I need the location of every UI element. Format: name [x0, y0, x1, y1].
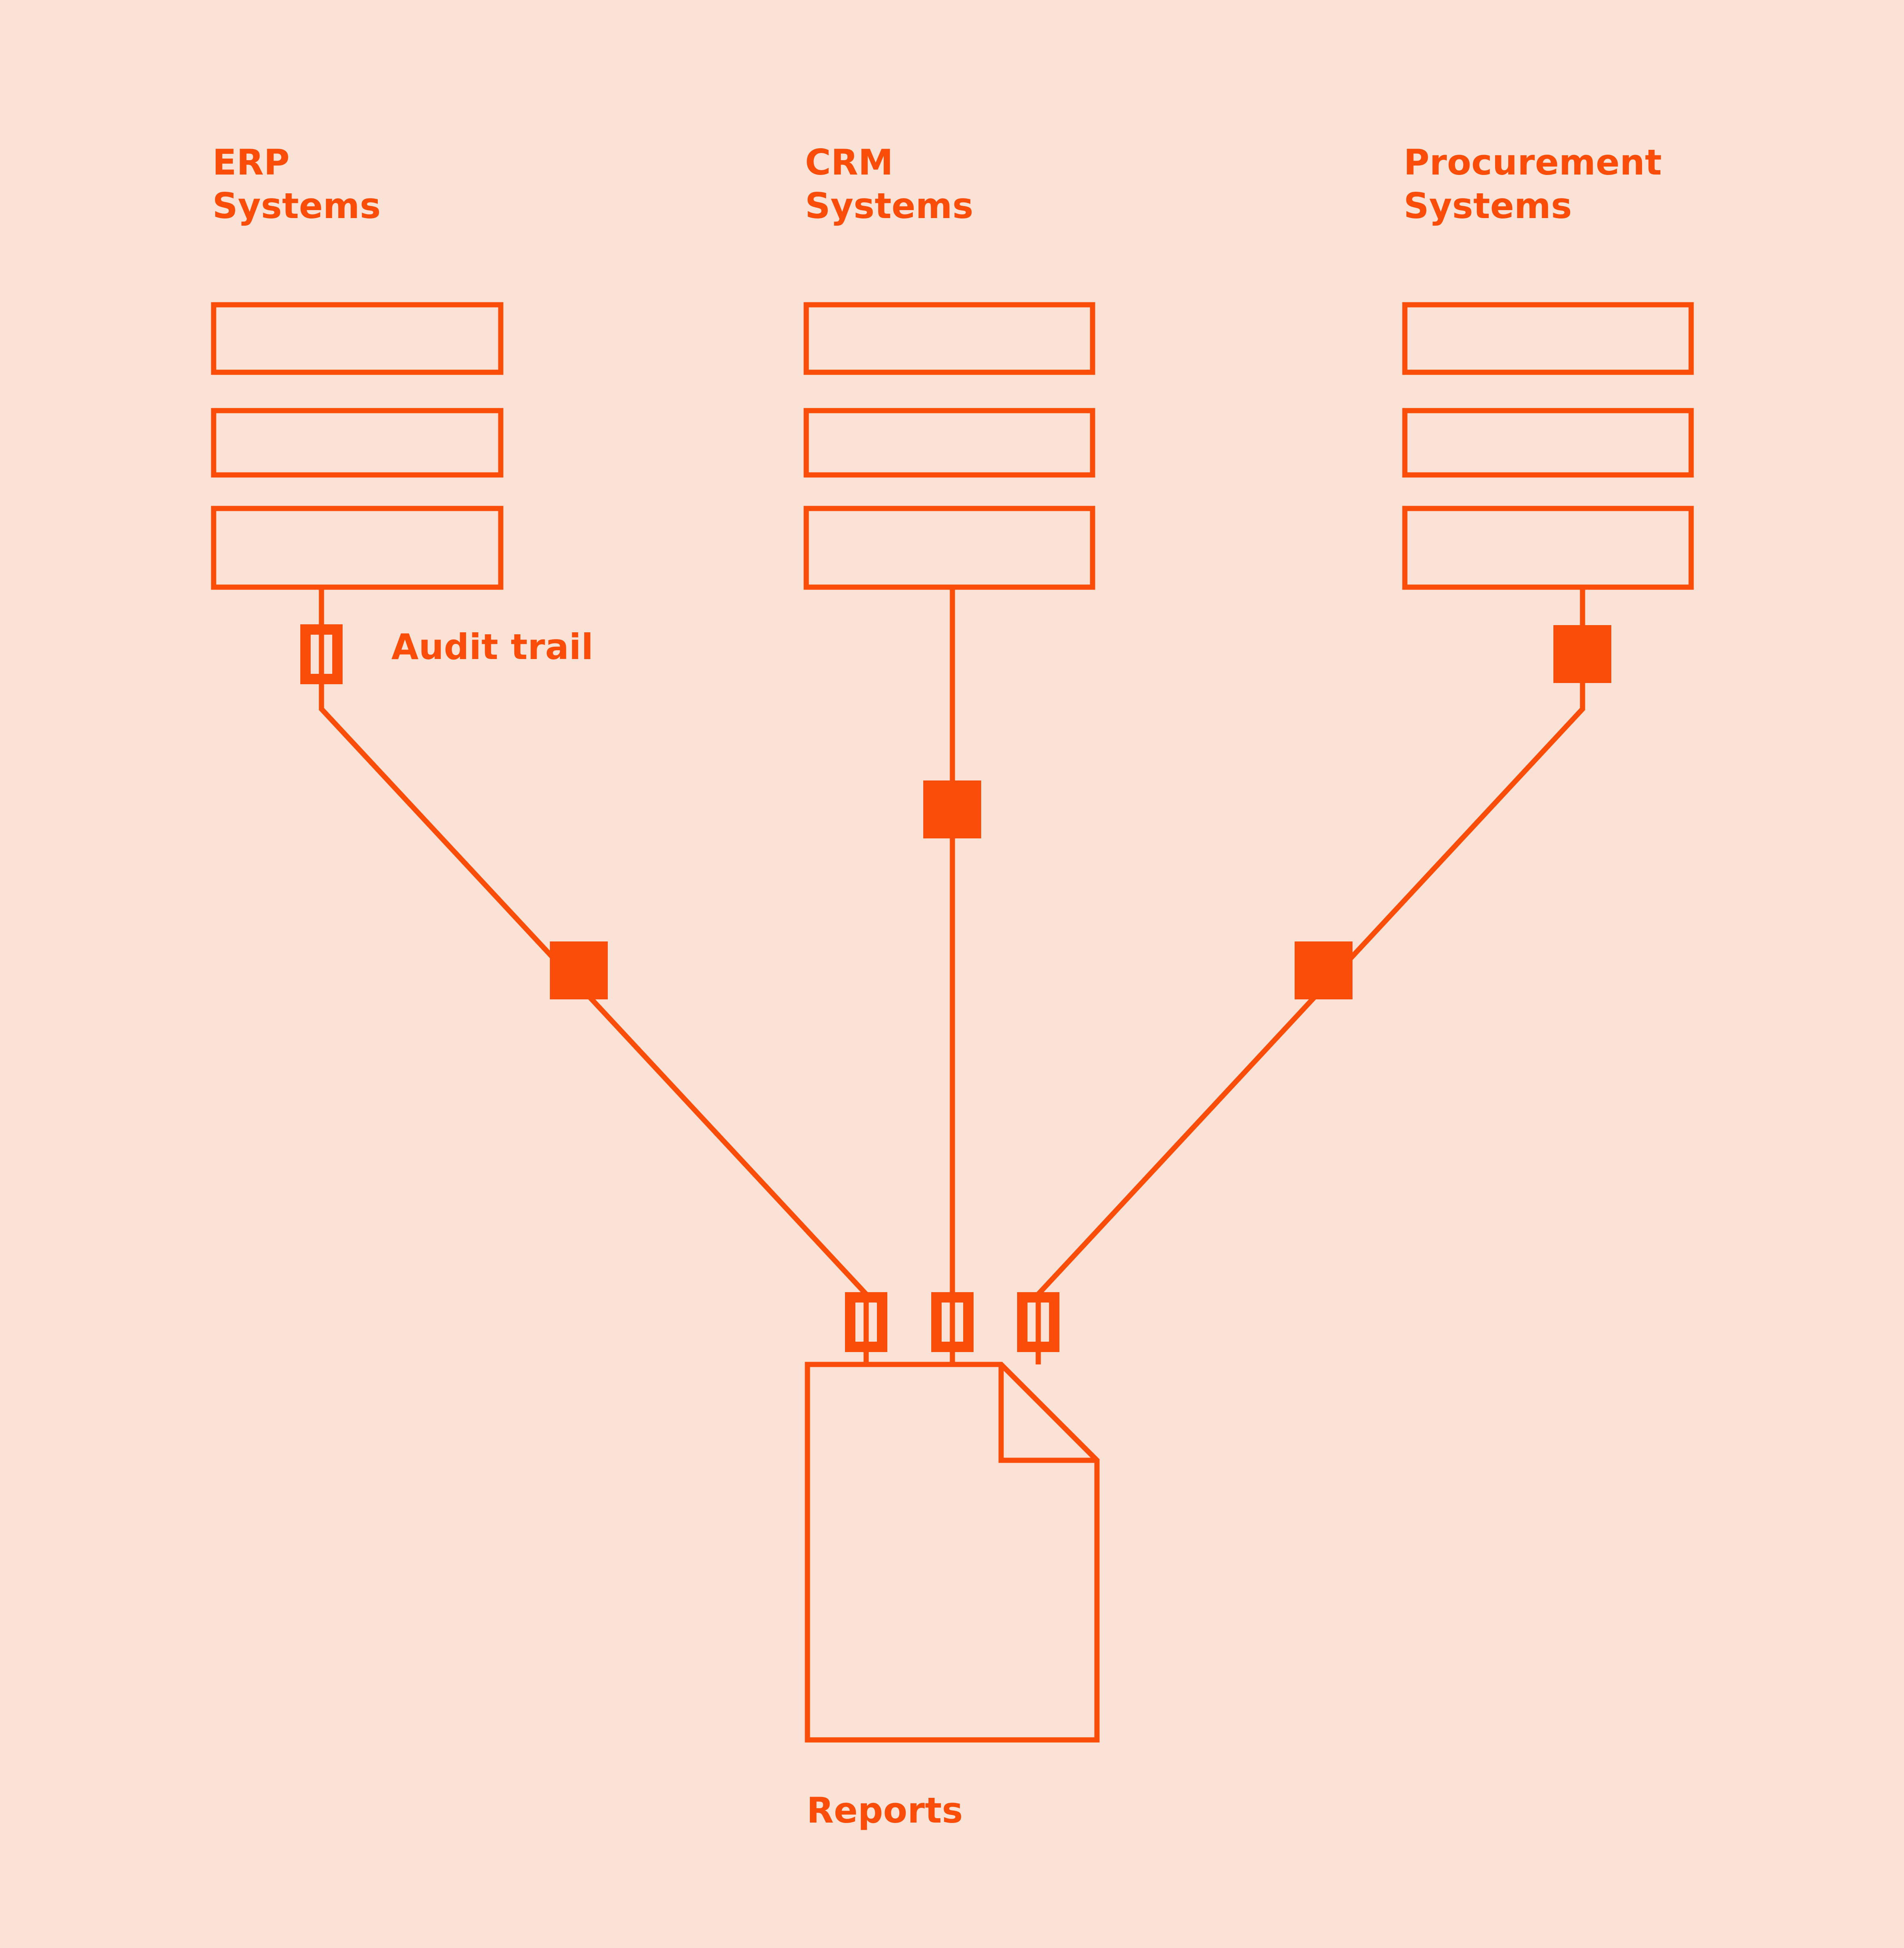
reports-document-fold	[998, 1364, 1097, 1463]
connector-lines	[319, 587, 1585, 1364]
reports-document-shape[interactable]	[805, 1362, 1100, 1743]
reports-input-mid-marker[interactable]	[931, 1292, 974, 1352]
procurement-mid-node-square[interactable]	[1295, 941, 1353, 999]
reports-input-left-marker[interactable]	[845, 1292, 887, 1352]
procurement-system-box-1[interactable]	[1402, 302, 1694, 375]
reports-label: Reports	[807, 1790, 963, 1831]
audit-trail-label: Audit trail	[391, 626, 594, 667]
erp-mid-node-square[interactable]	[550, 941, 608, 999]
filled-node-markers	[550, 625, 1611, 999]
crm-system-box-2[interactable]	[803, 408, 1095, 478]
column-label-procurement: Procurement Systems	[1404, 142, 1662, 227]
crm-system-box-3[interactable]	[803, 506, 1095, 590]
column-label-crm: CRM Systems	[805, 142, 974, 227]
crm-system-box-1[interactable]	[803, 302, 1095, 375]
column-label-erp: ERP Systems	[212, 142, 381, 227]
reports-document-outline	[805, 1362, 1100, 1743]
procurement-system-box-2[interactable]	[1402, 408, 1694, 478]
crm-mid-node-square[interactable]	[923, 780, 981, 838]
erp-system-box-1[interactable]	[211, 302, 504, 375]
crm-system-stack	[803, 302, 1095, 590]
reports-input-markers	[845, 1292, 1059, 1352]
procurement-top-node-square[interactable]	[1553, 625, 1611, 683]
erp-system-box-2[interactable]	[211, 408, 504, 478]
audit-trail-node-marker[interactable]	[300, 624, 343, 684]
procurement-system-stack	[1402, 302, 1694, 590]
erp-system-box-3[interactable]	[211, 506, 504, 590]
procurement-system-box-3[interactable]	[1402, 506, 1694, 590]
erp-system-stack	[211, 302, 504, 590]
reports-input-right-marker[interactable]	[1017, 1292, 1059, 1352]
